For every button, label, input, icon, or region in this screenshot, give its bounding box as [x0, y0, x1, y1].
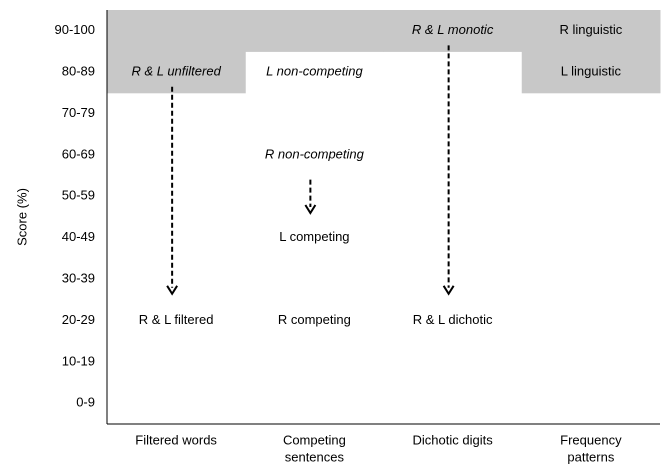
arrow-head: [304, 204, 317, 215]
shaded-region-group: [107, 10, 661, 94]
shaded-cell: [107, 51, 246, 94]
shaded-cell: [107, 10, 246, 52]
cell-label: R linguistic: [559, 22, 622, 37]
y-tick-label: 70-79: [62, 105, 95, 120]
shaded-cell: [521, 10, 661, 52]
arrow-head: [166, 285, 178, 296]
x-tick-label: Filtered words: [135, 432, 217, 447]
axes: [106, 10, 660, 425]
cell-label: R non-competing: [265, 146, 365, 161]
cell-label: L competing: [279, 229, 349, 244]
y-tick-labels: 90-100 80-89 70-79 60-69 50-59 40-49 30-39 20-2…: [55, 22, 95, 410]
y-tick-label: 10-19: [62, 353, 95, 368]
arrows: [166, 45, 455, 296]
cell-label: R & L filtered: [139, 312, 214, 327]
y-tick-label: 30-39: [62, 271, 95, 286]
cell-label: L linguistic: [561, 64, 622, 79]
x-tick-label: patterns: [567, 449, 614, 464]
cell-label: R competing: [278, 312, 351, 327]
cell-label: R & L unfiltered: [131, 64, 221, 79]
y-tick-label: 90-100: [55, 22, 95, 37]
y-tick-label: 20-29: [62, 312, 95, 327]
x-tick-labels: Filtered words Competing sentences Dichotic…: [135, 432, 622, 464]
cell-labels: R & L unfiltered R & L filtered L non-comp…: [131, 22, 622, 327]
y-tick-label: 40-49: [62, 229, 95, 244]
y-tick-label: 60-69: [62, 146, 95, 161]
cell-label: R & L dichotic: [413, 312, 493, 327]
shaded-cell: [383, 10, 523, 52]
shaded-cell: [521, 51, 661, 94]
y-tick-label: 80-89: [62, 64, 95, 79]
x-tick-label: Dichotic digits: [413, 432, 494, 447]
y-tick-label: 50-59: [62, 188, 95, 203]
cell-label: R & L monotic: [412, 22, 494, 37]
cell-label: L non-competing: [266, 64, 363, 79]
x-tick-label: Frequency: [560, 432, 622, 447]
shaded-cell: [245, 10, 384, 52]
y-tick-label: 0-9: [76, 395, 95, 410]
arrow-head: [442, 285, 455, 296]
y-axis-label: Score (%): [14, 188, 29, 246]
x-tick-label: sentences: [285, 449, 345, 464]
x-tick-label: Competing: [283, 432, 346, 447]
